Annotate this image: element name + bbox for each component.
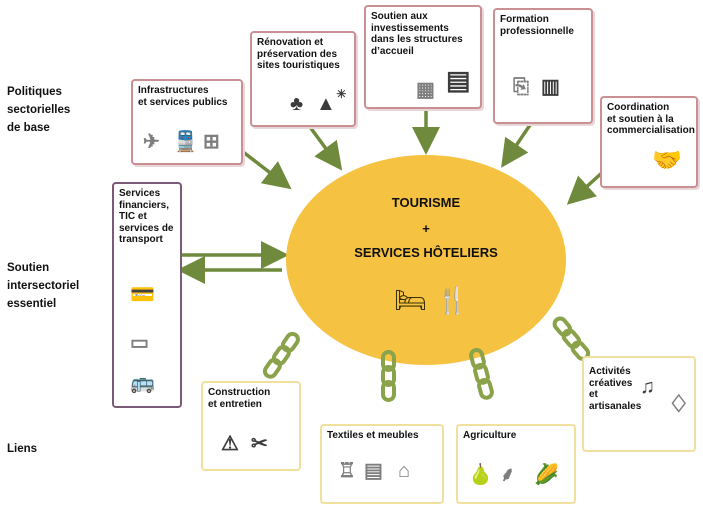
box-activites-label: Activités créatives et artisanales: [589, 366, 642, 412]
box-infrastructures-label: Infrastructures et services publics: [138, 85, 228, 108]
box-renovation-label: Rénovation et préservation des sites tou…: [257, 37, 340, 71]
box-services-financiers: Services financiers, TIC et services de …: [112, 182, 182, 408]
box-coordination: Coordination et soutien à la commerciali…: [600, 96, 698, 188]
label-liens: Liens: [7, 443, 38, 455]
devices-icon: ▭: [130, 332, 149, 354]
box-construction-label: Construction et entretien: [208, 387, 271, 410]
tools-icon: ✂: [251, 433, 268, 455]
airplane-icon: ✈: [143, 131, 160, 153]
cotton-thread-icon: ♖: [338, 460, 356, 482]
chain-activites: [552, 316, 591, 361]
warning-sign-icon: ⚠: [221, 433, 239, 455]
box-renovation: Rénovation et préservation des sites tou…: [250, 31, 356, 127]
arrow-infrastructures: [236, 146, 292, 190]
label-politiques-base: Politiques sectorielles de base: [7, 86, 71, 134]
music-note-icon: ♫: [640, 376, 655, 398]
sun-icon: ☀: [336, 87, 347, 101]
tree-icon: ♣: [290, 93, 304, 115]
bus-icon: 🚌: [130, 372, 155, 394]
box-construction: Construction et entretien ⚠ ✂: [201, 381, 301, 471]
corn-icon: 🌽: [534, 464, 559, 486]
mountain-icon: ▲: [316, 93, 336, 115]
payment-card-icon: 💳: [130, 284, 155, 306]
building-icon: ▤: [446, 65, 471, 95]
center-title-tourisme: TOURISME: [391, 195, 461, 210]
box-services-financiers-label: Services financiers, TIC et services de …: [119, 188, 174, 245]
box-formation: Formation professionnelle ⎘ ▥: [493, 8, 593, 124]
lantern-icon: ♢: [668, 391, 690, 418]
certificate-icon: ⎘: [513, 76, 529, 98]
box-coordination-label: Coordination et soutien à la commerciali…: [607, 102, 695, 136]
arrow-renovation: [308, 125, 343, 171]
box-soutien-label: Soutien aux investissements dans les str…: [371, 11, 463, 57]
box-infrastructures: Infrastructures et services publics ✈ 🚆 …: [131, 79, 243, 165]
box-activites: Activités créatives et artisanales ♫ ♢: [582, 356, 696, 452]
chain-construction: [262, 331, 300, 379]
center-title-services: SERVICES HÔTELIERS: [354, 245, 498, 260]
box-agriculture-label: Agriculture: [463, 430, 517, 441]
box-textiles: Textiles et meubles ♖ ▤ ⌂: [320, 424, 444, 504]
center-ellipse: TOURISME + SERVICES HÔTELIERS 🛏 🍴: [286, 155, 566, 365]
fruit-icon: 🍐: [468, 464, 493, 486]
bed-icon: 🛏: [394, 285, 428, 315]
handshake-icon: 🤝: [652, 147, 682, 174]
books-icon: ▥: [541, 76, 560, 98]
fork-knife-icon: 🍴: [436, 285, 469, 315]
box-textiles-label: Textiles et meubles: [327, 430, 419, 441]
label-soutien-intersectoriel: Soutien intersectoriel essentiel: [7, 262, 80, 310]
center-plus: +: [422, 221, 430, 236]
arrow-formation: [501, 124, 532, 168]
wheat-icon: ⸙: [500, 464, 515, 486]
train-icon: 🚆: [173, 131, 198, 153]
sofa-icon: ⌂: [398, 460, 411, 482]
box-soutien-investissements: Soutien aux investissements dans les str…: [364, 5, 482, 109]
hospital-icon: ⊞: [203, 131, 220, 153]
box-formation-label: Formation professionnelle: [500, 14, 574, 37]
chain-textiles: [381, 350, 396, 402]
box-agriculture: Agriculture 🍐 ⸙ 🌽: [456, 424, 576, 504]
arrow-coordination: [566, 168, 607, 205]
chain-agriculture: [469, 347, 494, 400]
cabinet-icon: ▤: [364, 460, 383, 482]
map-icon: ▦: [416, 79, 435, 101]
